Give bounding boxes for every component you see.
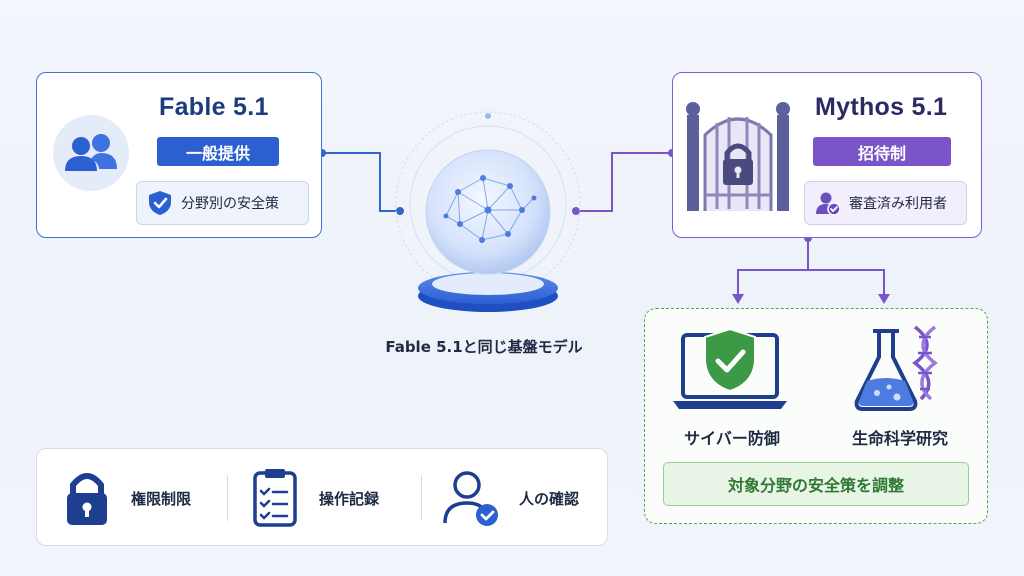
fable-feature-chip: 分野別の安全策 xyxy=(136,181,309,225)
fable-title: Fable 5.1 xyxy=(159,93,269,121)
app-label-lifescience: 生命科学研究 xyxy=(851,429,948,448)
center-caption: Fable 5.1と同じ基盤モデル xyxy=(385,338,583,356)
shield-check-icon xyxy=(149,191,171,215)
divider xyxy=(227,475,228,521)
controls-card: 権限制限 操作記録 人の確認 xyxy=(36,448,608,546)
model-orb xyxy=(395,111,581,312)
control-label-human-check: 人の確認 xyxy=(519,489,580,508)
control-item-human-check: 人の確認 xyxy=(441,463,579,533)
fable-badge: 一般提供 xyxy=(157,137,279,166)
mythos-feature-label: 審査済み利用者 xyxy=(849,196,947,212)
control-label-permission: 権限制限 xyxy=(131,489,192,508)
locked-gate-icon xyxy=(686,102,790,211)
adjust-safety-note: 対象分野の安全策を調整 xyxy=(663,462,969,506)
mythos-card: Mythos 5.1 招待制 審査済み利用者 xyxy=(672,72,982,238)
clipboard-checklist-icon xyxy=(253,469,297,527)
user-check-icon xyxy=(443,471,498,526)
flask-dna-icon xyxy=(854,325,938,411)
control-item-logging: 操作記録 xyxy=(247,463,379,533)
app-label-cyber: サイバー防御 xyxy=(684,429,780,448)
mythos-title: Mythos 5.1 xyxy=(815,93,948,121)
users-icon xyxy=(53,115,129,191)
control-label-logging: 操作記録 xyxy=(319,489,380,508)
lock-icon xyxy=(67,473,107,525)
mythos-badge: 招待制 xyxy=(813,137,951,166)
mythos-feature-chip: 審査済み利用者 xyxy=(804,181,967,225)
laptop-shield-icon xyxy=(673,327,787,409)
verified-user-icon xyxy=(816,192,841,216)
fable-card: Fable 5.1 一般提供 分野別の安全策 xyxy=(36,72,322,238)
control-item-permission: 権限制限 xyxy=(59,463,191,533)
fable-feature-label: 分野別の安全策 xyxy=(181,196,279,212)
divider xyxy=(421,475,422,521)
